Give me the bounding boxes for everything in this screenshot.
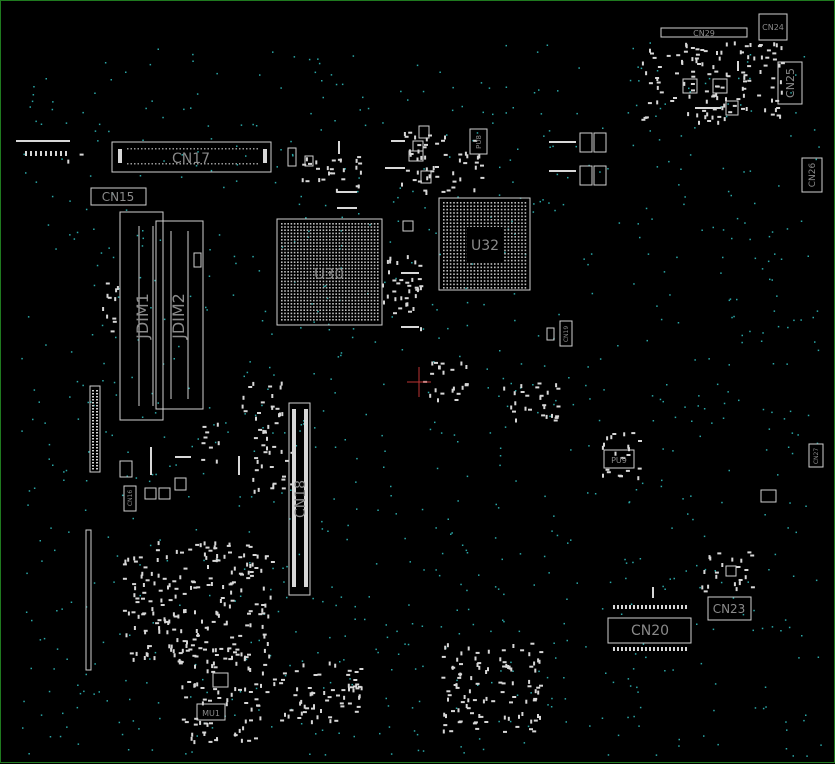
cn19-label: CN19 bbox=[563, 326, 570, 342]
cn25-label: CN25 bbox=[784, 68, 797, 98]
cn24-label: CN24 bbox=[762, 23, 784, 32]
connector-cn25[interactable]: CN25 bbox=[777, 61, 803, 105]
u30-label: U30 bbox=[314, 265, 344, 283]
cn18-label: CN18 bbox=[293, 480, 309, 518]
dimm-slot-jdim1[interactable]: JDIM1 bbox=[119, 211, 164, 421]
header-left-long bbox=[85, 529, 92, 671]
misc-lines bbox=[150, 61, 739, 598]
cn23-label: CN23 bbox=[713, 602, 746, 616]
cn20-label: CN20 bbox=[631, 623, 669, 639]
connector-cn23[interactable]: CN23 bbox=[707, 596, 752, 621]
pu8-label: PU8 bbox=[475, 135, 483, 149]
connector-cn15[interactable]: CN15 bbox=[90, 187, 147, 206]
cn16-label: CN16 bbox=[127, 490, 134, 506]
chip-pu9[interactable]: PU9 bbox=[603, 449, 635, 469]
origin-crosshair bbox=[407, 367, 431, 397]
header-left-mid bbox=[89, 385, 101, 473]
pu9-label: PU9 bbox=[611, 456, 627, 465]
header-top-left bbox=[16, 140, 70, 156]
connector-cn27[interactable]: CN27 bbox=[808, 443, 824, 468]
cn17-label: CN17 bbox=[172, 151, 210, 167]
mu1-label: MU1 bbox=[202, 709, 220, 718]
chip-pu8[interactable]: PU8 bbox=[469, 128, 488, 155]
chip-u30[interactable]: U30 bbox=[276, 218, 383, 326]
dimm-slot-jdim2[interactable]: JDIM2 bbox=[155, 220, 204, 410]
connector-cn26[interactable]: CN26 bbox=[801, 157, 823, 193]
connector-cn18[interactable]: CN18 bbox=[288, 402, 311, 596]
via-field bbox=[21, 42, 822, 757]
misc-outlines bbox=[119, 78, 777, 688]
cn27-label: CN27 bbox=[813, 448, 820, 464]
jdim2-label: JDIM2 bbox=[169, 293, 188, 340]
chip-u32[interactable]: U32 bbox=[438, 197, 531, 291]
cn15-label: CN15 bbox=[102, 190, 135, 204]
connector-cn20[interactable]: CN20 bbox=[607, 605, 692, 651]
connector-cn17[interactable]: CN17 bbox=[111, 141, 272, 173]
jdim1-label: JDIM1 bbox=[133, 293, 152, 340]
cn26-label: CN26 bbox=[808, 162, 818, 187]
connector-cn19[interactable]: CN19 bbox=[559, 320, 573, 347]
chip-mu1[interactable]: MU1 bbox=[196, 703, 226, 721]
u32-label: U32 bbox=[471, 238, 499, 254]
connector-cn24[interactable]: CN24 bbox=[758, 13, 788, 41]
connector-cn29[interactable]: CN29 bbox=[660, 27, 748, 38]
connector-cn16[interactable]: CN16 bbox=[123, 485, 137, 512]
cn29-label: CN29 bbox=[693, 29, 715, 38]
smd-component-field bbox=[67, 41, 785, 745]
